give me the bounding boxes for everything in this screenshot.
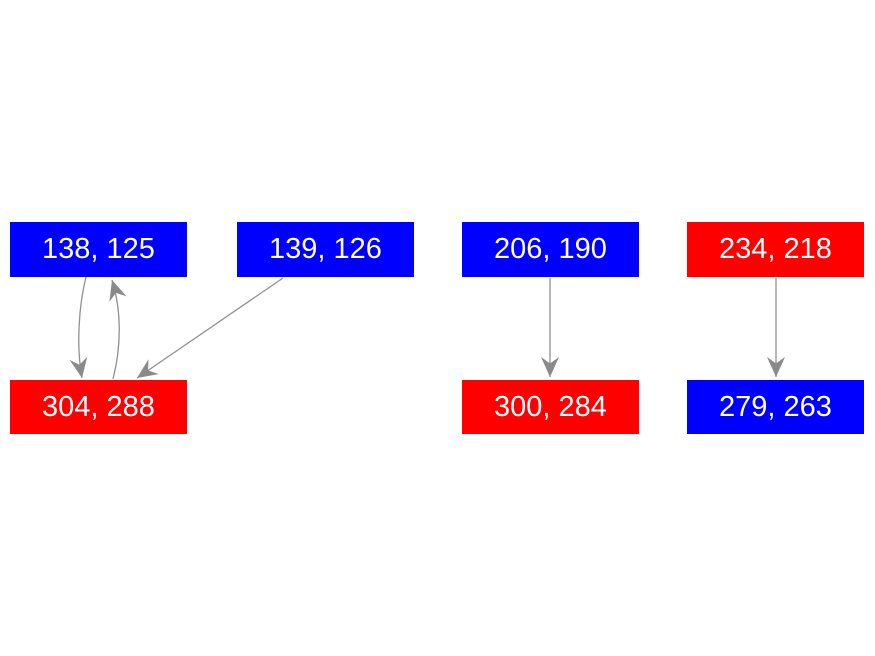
node-label: 304, 288 [42,390,155,423]
graph-edge [69,276,88,379]
graph-edge [109,279,127,380]
node-label: 234, 218 [719,233,832,265]
node-label: 138, 125 [42,233,155,265]
graph-node-g: 279, 263 [687,380,864,434]
node-label: 300, 284 [494,390,607,423]
node-label: 279, 263 [719,390,832,423]
graph-node-d: 234, 218 [687,222,864,277]
graph-node-b: 139, 126 [237,222,414,277]
node-label: 206, 190 [494,233,607,265]
graph-edge [136,277,284,379]
graph-node-e: 304, 288 [10,380,187,434]
graph-node-c: 206, 190 [462,222,639,277]
node-label: 139, 126 [269,233,382,265]
graph-node-f: 300, 284 [462,380,639,434]
graph-node-a: 138, 125 [10,222,187,277]
edge-group [69,276,785,380]
